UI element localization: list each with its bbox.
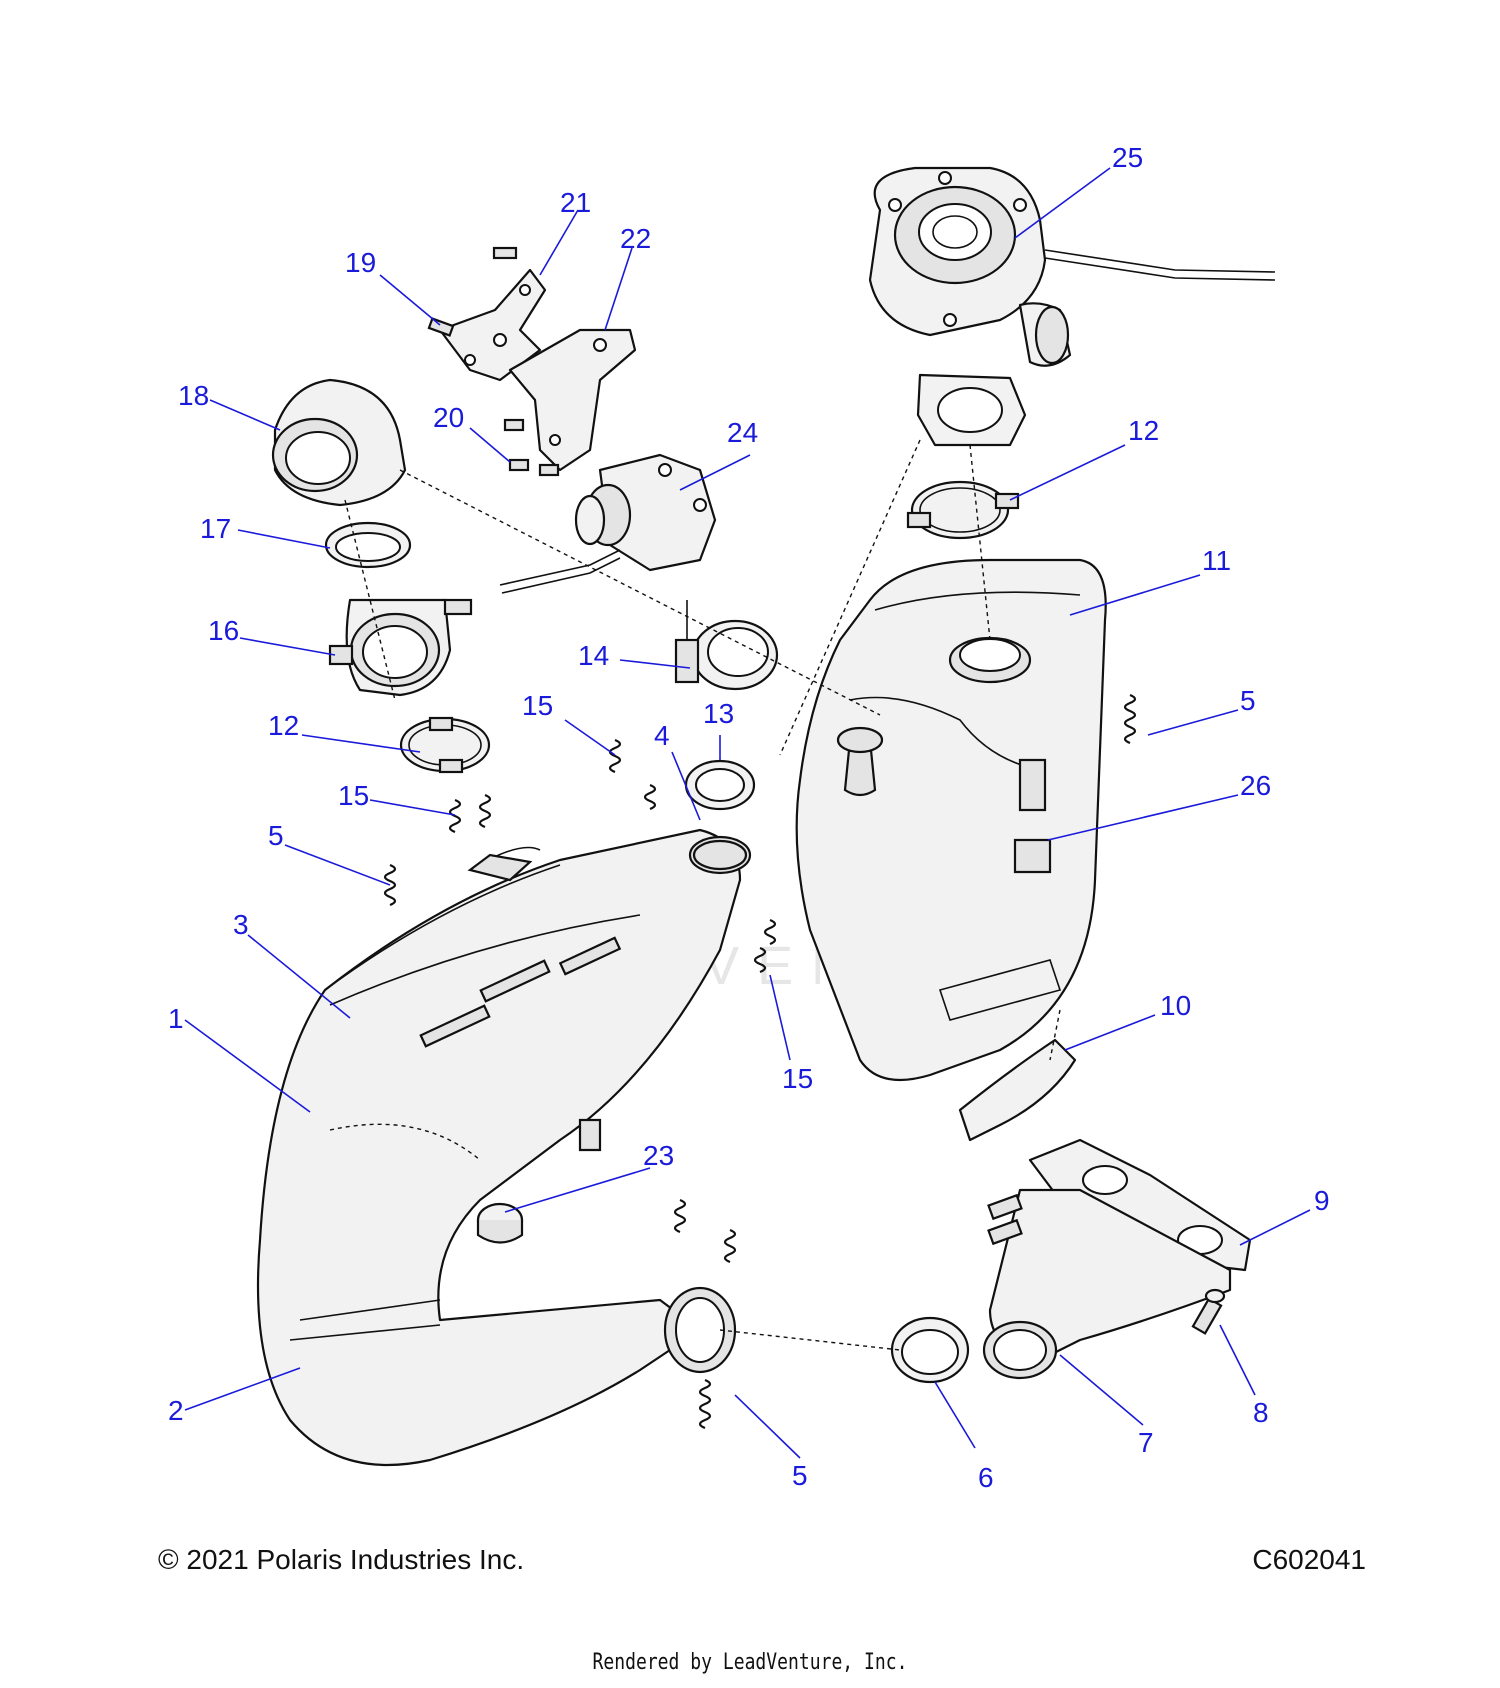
callout-23: 23 <box>643 1140 674 1171</box>
callout-13: 13 <box>703 698 734 729</box>
heat-shield-small[interactable] <box>958 1038 1077 1142</box>
callouts: 1 2 3 4 5 5 5 6 7 8 9 10 11 12 12 13 14 … <box>168 142 1330 1493</box>
gasket-ring[interactable] <box>684 759 756 811</box>
callout-15: 15 <box>522 690 553 721</box>
muffler[interactable] <box>795 558 1107 1082</box>
callout-21: 21 <box>560 187 591 218</box>
callout-10: 10 <box>1160 990 1191 1021</box>
callout-19: 19 <box>345 247 376 278</box>
seal-ring[interactable] <box>890 1316 970 1384</box>
callout-4: 4 <box>654 720 670 751</box>
callout-6: 6 <box>978 1462 994 1493</box>
callout-11: 11 <box>1202 545 1231 576</box>
flange-coupler[interactable] <box>328 598 473 697</box>
manifold-bolt[interactable] <box>1191 1288 1226 1335</box>
callout-15: 15 <box>782 1063 813 1094</box>
callout-5: 5 <box>792 1460 808 1491</box>
diagram-code: C602041 <box>1252 1544 1366 1575</box>
leader-lines <box>184 167 1311 1459</box>
springs-15-right[interactable] <box>753 918 777 974</box>
callout-9: 9 <box>1314 1185 1330 1216</box>
wastegate-actuator[interactable] <box>499 453 717 594</box>
callout-12: 12 <box>1128 415 1159 446</box>
callout-20: 20 <box>433 402 464 433</box>
spring-5-left[interactable] <box>383 863 397 907</box>
callout-18: 18 <box>178 380 209 411</box>
callout-24: 24 <box>727 417 758 448</box>
callout-15: 15 <box>338 780 369 811</box>
callout-26: 26 <box>1240 770 1271 801</box>
clamp-lower[interactable] <box>399 716 491 774</box>
bracket-bolts-lower[interactable] <box>503 418 560 477</box>
callout-16: 16 <box>208 615 239 646</box>
callout-22: 22 <box>620 223 651 254</box>
pipe-inlet-seal[interactable] <box>692 839 748 871</box>
pipe-heat-shield[interactable] <box>324 846 561 991</box>
callout-12: 12 <box>268 710 299 741</box>
clamp-upper[interactable] <box>906 480 1020 540</box>
intake-elbow[interactable] <box>271 378 407 507</box>
spring-5-right[interactable] <box>1123 693 1137 745</box>
turbo-outlet-gasket[interactable] <box>916 373 1027 447</box>
exhaust-pipe[interactable] <box>256 828 752 1467</box>
springs-15-left[interactable] <box>448 793 492 834</box>
callout-7: 7 <box>1138 1427 1154 1458</box>
rendered-by-credit: Rendered by LeadVenture, Inc. <box>592 1650 908 1675</box>
springs-pipe-outlet[interactable] <box>673 1198 737 1264</box>
springs-15-upper[interactable] <box>608 738 657 811</box>
mounting-bracket-upper[interactable] <box>438 268 547 382</box>
clamp-with-bolt[interactable] <box>674 600 779 691</box>
callout-5: 5 <box>1240 685 1256 716</box>
callout-5: 5 <box>268 820 284 851</box>
callout-1: 1 <box>168 1003 184 1034</box>
bracket-bolt-upper[interactable] <box>427 246 518 337</box>
callout-3: 3 <box>233 909 249 940</box>
drain-plug[interactable] <box>476 1202 524 1244</box>
callout-25: 25 <box>1112 142 1143 173</box>
turbocharger[interactable] <box>868 166 1276 367</box>
callout-14: 14 <box>578 640 609 671</box>
callout-2: 2 <box>168 1395 184 1426</box>
spring-5-bottom[interactable] <box>698 1378 712 1430</box>
callout-8: 8 <box>1253 1397 1269 1428</box>
callout-17: 17 <box>200 513 231 544</box>
copyright-notice: © 2021 Polaris Industries Inc. <box>158 1544 525 1575</box>
elbow-seal[interactable] <box>324 521 412 569</box>
